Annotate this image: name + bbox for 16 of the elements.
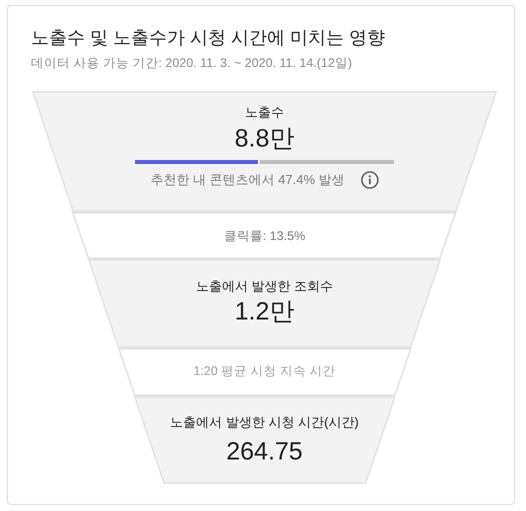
funnel-stage: [88, 259, 441, 348]
funnel-stage: [72, 212, 457, 259]
rate-text: 클릭률: 13.5%: [224, 228, 306, 244]
stage-value: 264.75: [226, 438, 303, 466]
stage-label: 노출에서 발생한 조회수: [196, 280, 334, 294]
note-text: 추천한 내 콘텐츠에서 47.4% 발생: [150, 172, 345, 188]
title: 노출수 및 노출수가 시청 시간에 미치는 영향: [31, 28, 386, 48]
funnel-stage: [118, 348, 412, 396]
subtitle: 데이터 사용 가능 기간: 2020. 11. 3. ~ 2020. 11. 14.(12일): [31, 56, 352, 70]
funnel-stage: [134, 396, 396, 484]
duration-text: 1:20 평균 시청 지속 시간: [193, 364, 336, 378]
stage-label: 노출에서 발생한 시청 시간(시간): [170, 416, 359, 430]
funnel-stage: [32, 91, 497, 212]
stage-value: 8.8만: [234, 124, 294, 154]
stage-label: 노출수: [245, 106, 284, 120]
stage-value: 1.2만: [234, 298, 294, 326]
